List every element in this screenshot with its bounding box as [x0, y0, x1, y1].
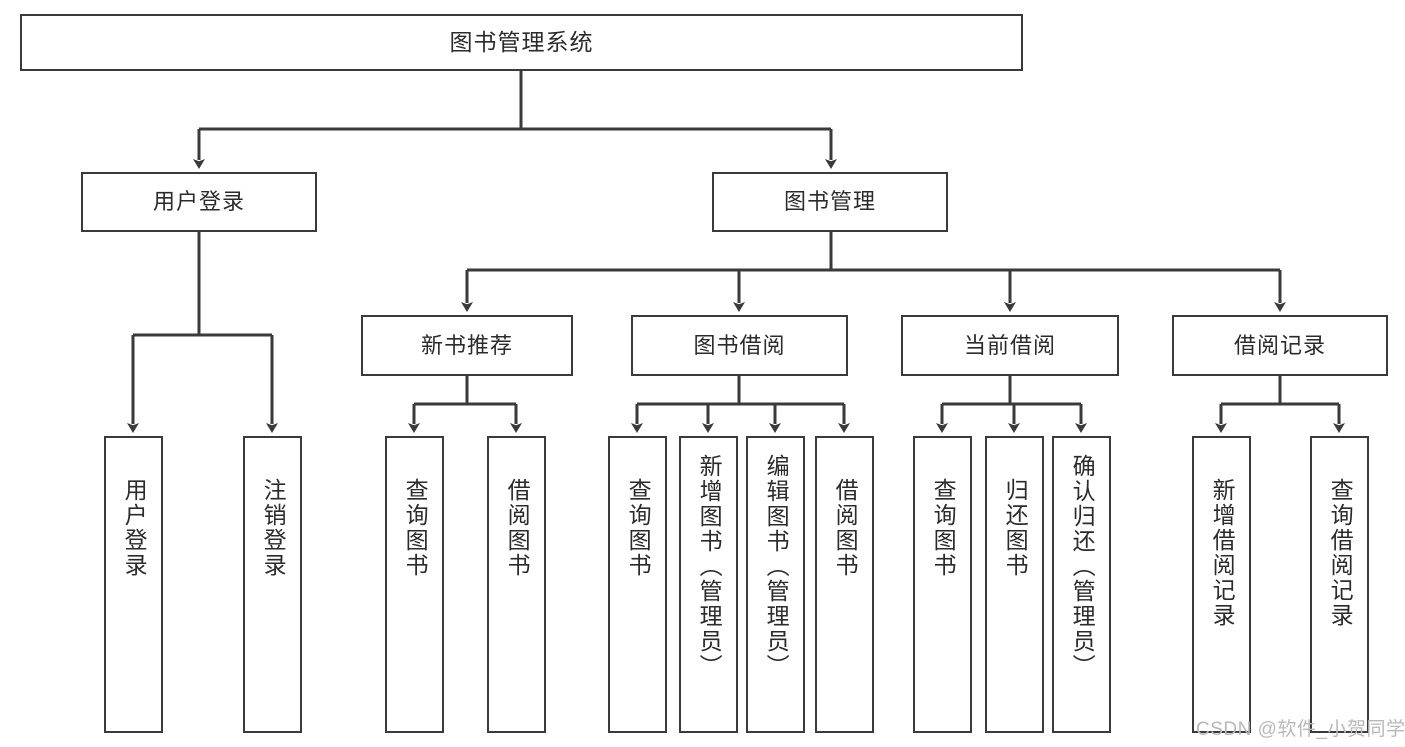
node-user-login-label: 用户登录 — [152, 189, 245, 215]
leaf-query-book-recommend[interactable]: 查询图书 — [385, 436, 444, 733]
csdn-watermark: CSDN @软件_小贺同学 — [1196, 719, 1405, 740]
leaf-user-logout-label: 注销登录 — [260, 478, 287, 578]
leaf-edit-book-admin[interactable]: 编辑图书（管理员） — [746, 436, 805, 733]
leaf-user-login[interactable]: 用户登录 — [104, 436, 163, 733]
leaf-query-book-current[interactable]: 查询图书 — [913, 436, 972, 733]
node-book-manage-label: 图书管理 — [783, 189, 876, 215]
node-new-book-recommend-label: 新书推荐 — [420, 332, 513, 358]
node-root-system[interactable]: 图书管理系统 — [20, 14, 1023, 71]
node-new-book-recommend[interactable]: 新书推荐 — [361, 315, 573, 376]
leaf-confirm-return-admin[interactable]: 确认归还（管理员） — [1052, 436, 1111, 733]
leaf-add-borrow-record-label: 新增借阅记录 — [1209, 478, 1236, 628]
leaf-borrow-book-recommend-label: 借阅图书 — [504, 478, 531, 578]
leaf-add-borrow-record[interactable]: 新增借阅记录 — [1192, 436, 1251, 733]
leaf-edit-book-admin-label: 编辑图书（管理员） — [763, 454, 790, 679]
leaf-borrow-book[interactable]: 借阅图书 — [815, 436, 874, 733]
node-book-manage[interactable]: 图书管理 — [712, 172, 948, 232]
leaf-confirm-return-admin-label: 确认归还（管理员） — [1069, 454, 1096, 679]
leaf-return-book[interactable]: 归还图书 — [985, 436, 1044, 733]
node-root-label: 图书管理系统 — [449, 29, 594, 56]
leaf-query-book-current-label: 查询图书 — [930, 478, 957, 578]
node-user-login[interactable]: 用户登录 — [81, 172, 317, 232]
node-borrow-record-label: 借阅记录 — [1233, 332, 1326, 358]
node-current-borrow[interactable]: 当前借阅 — [901, 315, 1119, 376]
leaf-user-login-label: 用户登录 — [121, 478, 148, 578]
node-book-borrow-label: 图书借阅 — [693, 332, 786, 358]
leaf-query-book-borrow-label: 查询图书 — [625, 478, 652, 578]
node-book-borrow[interactable]: 图书借阅 — [631, 315, 848, 376]
node-current-borrow-label: 当前借阅 — [963, 332, 1056, 358]
leaf-add-book-admin-label: 新增图书（管理员） — [696, 454, 723, 679]
leaf-add-book-admin[interactable]: 新增图书（管理员） — [679, 436, 738, 733]
leaf-borrow-book-recommend[interactable]: 借阅图书 — [487, 436, 546, 733]
leaf-query-borrow-record[interactable]: 查询借阅记录 — [1310, 436, 1369, 733]
leaf-return-book-label: 归还图书 — [1002, 478, 1029, 578]
leaf-query-borrow-record-label: 查询借阅记录 — [1327, 478, 1354, 628]
leaf-borrow-book-label: 借阅图书 — [832, 478, 859, 578]
node-borrow-record[interactable]: 借阅记录 — [1172, 315, 1388, 376]
leaf-query-book-borrow[interactable]: 查询图书 — [608, 436, 667, 733]
leaf-user-logout[interactable]: 注销登录 — [243, 436, 302, 733]
leaf-query-book-recommend-label: 查询图书 — [402, 478, 429, 578]
